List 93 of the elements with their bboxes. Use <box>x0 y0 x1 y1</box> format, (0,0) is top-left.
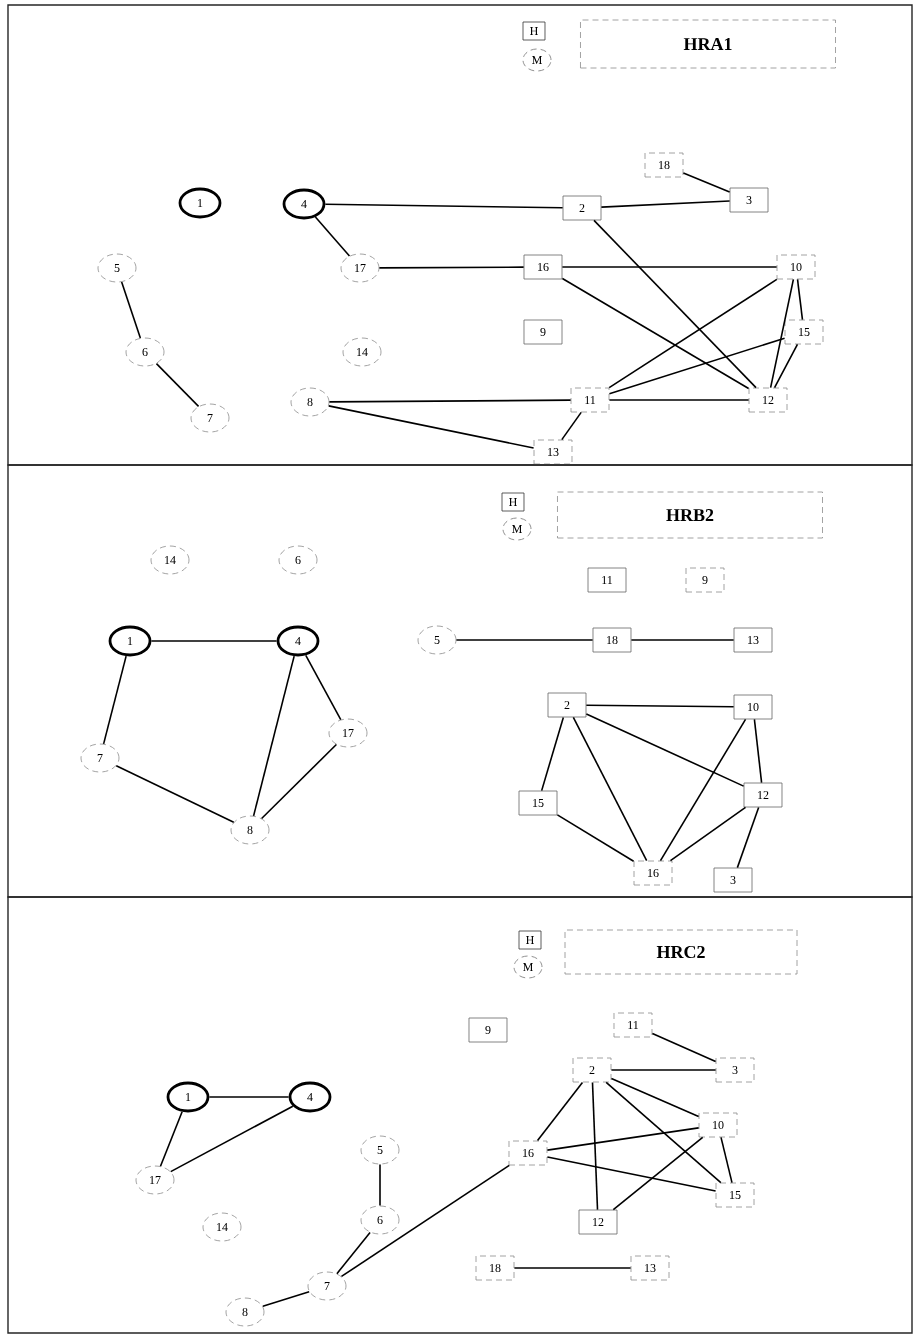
edge-line <box>455 639 594 641</box>
node-box: 13 <box>533 439 573 465</box>
title-box: HRA1 <box>580 19 836 69</box>
edge-line <box>540 716 565 792</box>
edge-line <box>169 1105 294 1173</box>
title-box: HRB2 <box>557 491 823 539</box>
title-box: HRC2 <box>564 929 798 975</box>
edge-line <box>591 1081 599 1211</box>
edge-line <box>605 1081 722 1184</box>
node-box: 12 <box>748 387 788 413</box>
edge-line <box>561 411 582 441</box>
edge-line <box>610 1077 700 1118</box>
node-box: 11 <box>587 567 627 593</box>
edge-line <box>773 343 799 389</box>
edge-line <box>610 1069 717 1071</box>
edge-line <box>328 399 572 403</box>
edge-line <box>651 1032 717 1063</box>
edge-line <box>379 1163 381 1207</box>
edge-line <box>208 1096 290 1098</box>
edge-line <box>769 278 795 389</box>
node-box: 13 <box>630 1255 670 1281</box>
edge-line <box>115 765 235 823</box>
key-box: H <box>501 492 525 512</box>
edge-line <box>736 806 760 869</box>
node-box: 12 <box>578 1209 618 1235</box>
edge-line <box>630 639 735 641</box>
node-box: 10 <box>776 254 816 280</box>
panel-frame <box>7 4 913 466</box>
edge-line <box>252 655 295 817</box>
node-box: 10 <box>698 1112 738 1138</box>
edge-line <box>608 337 786 395</box>
edge-line <box>159 1111 183 1167</box>
edge-line <box>561 277 750 390</box>
edge-line <box>314 216 351 257</box>
node-box: 2 <box>562 195 602 221</box>
edge-line <box>155 362 200 408</box>
node-box: 18 <box>475 1255 515 1281</box>
key-box: H <box>518 930 542 950</box>
edge-line <box>305 654 342 721</box>
edge-line <box>260 743 338 820</box>
node-box: 3 <box>713 867 753 893</box>
node-box: 10 <box>733 694 773 720</box>
node-box: 2 <box>572 1057 612 1083</box>
node-box: 9 <box>685 567 725 593</box>
panel-frame <box>7 464 913 898</box>
node-box: 16 <box>633 860 673 886</box>
node-box: 3 <box>729 187 769 213</box>
edge-line <box>513 1267 632 1269</box>
edge-line <box>608 399 750 401</box>
edge-line <box>669 806 747 862</box>
edge-line <box>585 704 735 708</box>
key-box: H <box>522 21 546 41</box>
edge-line <box>572 716 648 862</box>
edge-line <box>324 203 564 209</box>
edge-line <box>753 718 763 784</box>
node-box: 16 <box>523 254 563 280</box>
node-box: 9 <box>468 1017 508 1043</box>
edge-line <box>682 172 731 193</box>
node-box: 11 <box>613 1012 653 1038</box>
node-box: 15 <box>715 1182 755 1208</box>
node-box: 15 <box>518 790 558 816</box>
node-box: 12 <box>743 782 783 808</box>
edge-line <box>556 814 635 862</box>
edge-line <box>612 1136 704 1211</box>
edge-line <box>262 1290 310 1308</box>
node-box: 13 <box>733 627 773 653</box>
edge-line <box>593 219 757 389</box>
edge-line <box>536 1081 584 1142</box>
edge-line <box>378 266 525 269</box>
node-box: 18 <box>644 152 684 178</box>
panel-frame <box>7 896 913 1334</box>
node-box: 9 <box>523 319 563 345</box>
edge-line <box>659 718 747 862</box>
edge-line <box>150 640 278 642</box>
edge-line <box>340 1164 511 1278</box>
edge-line <box>796 278 804 321</box>
edge-line <box>546 1156 717 1192</box>
node-box: 15 <box>784 319 824 345</box>
node-box: 16 <box>508 1140 548 1166</box>
edge-line <box>608 278 778 389</box>
edge-line <box>585 713 745 787</box>
node-box: 3 <box>715 1057 755 1083</box>
edge-line <box>561 266 778 268</box>
node-box: 2 <box>547 692 587 718</box>
edge-line <box>120 281 142 339</box>
edge-line <box>102 655 127 745</box>
node-box: 18 <box>592 627 632 653</box>
edge-line <box>327 405 535 449</box>
edge-line <box>600 200 731 208</box>
node-box: 11 <box>570 387 610 413</box>
edge-line <box>546 1127 700 1151</box>
edge-line <box>720 1136 733 1184</box>
edge-line <box>336 1231 371 1275</box>
